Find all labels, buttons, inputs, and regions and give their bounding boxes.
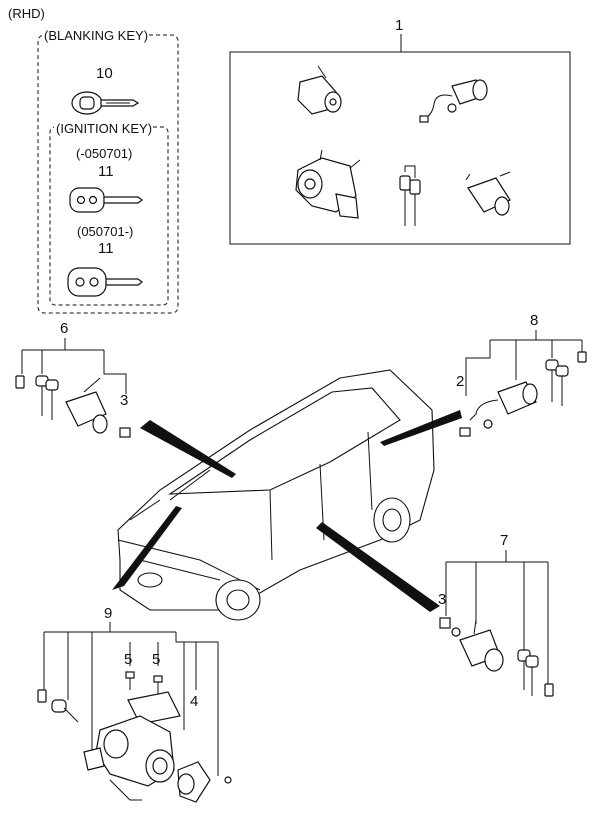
callout-10: 10 [96,65,113,82]
bolt-icons [125,671,163,694]
pointer-left-set [140,420,236,478]
ignition-key-a-icon [69,187,143,213]
key-frame: (BLANKING KEY) 10 (IGNITION KEY) (-05070… [37,28,179,314]
callout-3-left: 3 [120,392,128,409]
key-a-range: (-050701) [76,146,132,161]
ignition-key-icon [51,699,79,723]
set-1-frame [229,51,571,245]
callout-6: 6 [60,320,68,337]
callout-4: 4 [190,693,198,710]
callout-3-right: 3 [438,591,446,608]
door-lock-cylinder-icon [297,65,342,115]
key-b-range: (050701-) [77,224,133,239]
inner-dashed-frame [49,126,169,306]
ignition-title-bg [54,121,150,135]
key-pair-left-icon [35,375,59,420]
callout-11-b: 11 [98,240,114,257]
ignition-switch-assembly-icon [295,149,361,219]
pointer-ignition [112,506,182,590]
ignition-switch-icon [177,761,232,803]
callout-5-b: 5 [152,651,160,668]
glove-box-lock-icon [465,171,511,216]
door-lock-set-right: 7 3 [438,532,554,697]
door-lock-set-left: 6 3 [15,320,131,438]
clip-right-icon [439,617,451,629]
blanking-title-bg [42,28,148,42]
callout-11-a: 11 [98,163,114,180]
callout-7: 7 [500,532,508,549]
blanking-key-title: (BLANKING KEY) [44,28,148,43]
callout-8: 8 [530,312,538,329]
key-pair-right-door-icon [517,649,539,696]
pointer-tailgate [380,410,462,446]
lock-set-box: 1 [229,17,571,245]
key-pair-icon [399,165,421,226]
ignition-key-title: (IGNITION KEY) [56,121,152,136]
callout-9: 9 [104,605,112,622]
key-tag-ignition-icon [37,689,47,703]
variant-label: (RHD) [8,6,45,21]
emblem-icon [137,572,163,588]
minivan-illustration [117,369,435,621]
callout-5-a: 5 [124,651,132,668]
key-tag-right-door-icon [544,683,554,697]
callout-1: 1 [395,17,403,34]
steering-lock-body-icon [83,691,181,801]
key-tag-right-icon [577,351,587,363]
door-lock-cylinder-left-icon [65,377,108,434]
key-pair-right-icon [545,359,569,406]
pointer-right-door [316,522,440,612]
ignition-key-b-icon [67,267,143,297]
door-lock-cylinder-right-icon [459,619,504,672]
blanking-key-icon [71,91,140,115]
clip-left-icon [119,427,131,438]
trunk-lock-right-icon [459,381,538,437]
tailgate-lock-set: 8 2 [456,312,587,437]
callout-2: 2 [456,373,464,390]
ignition-assembly-set: 9 5 5 4 [37,605,232,803]
key-tag-icon [15,375,25,389]
trunk-lock-with-cable-icon [419,79,488,123]
